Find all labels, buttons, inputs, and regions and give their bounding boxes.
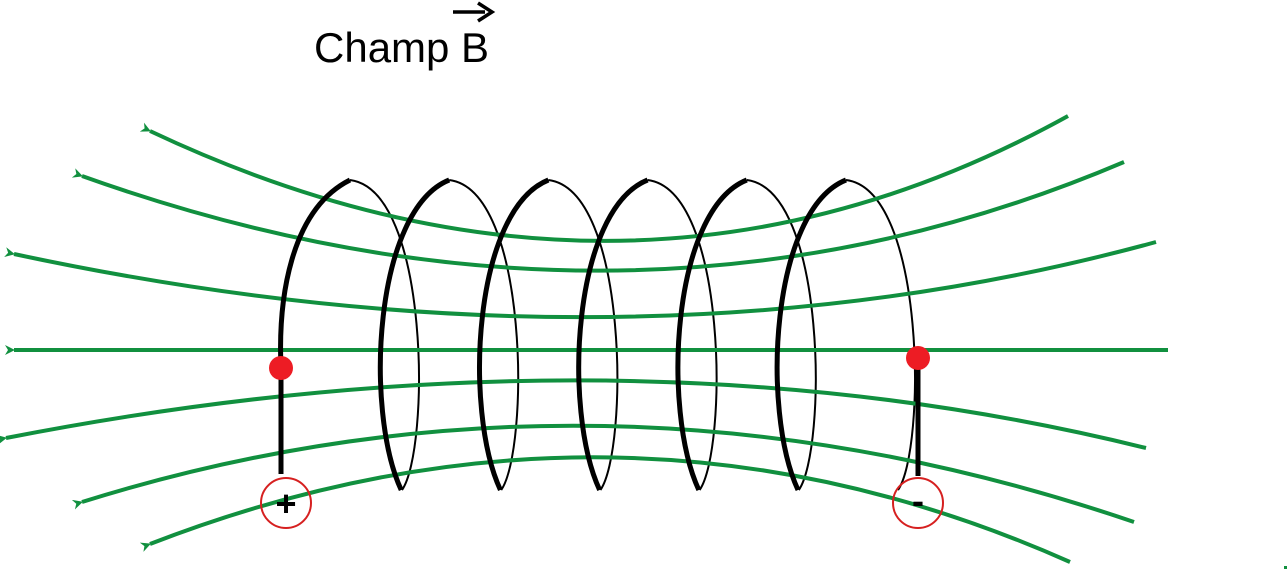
coil-turn-3-back [548,179,619,491]
coil-turn-2-front [377,177,451,492]
negative-terminal-symbol: - [912,480,924,521]
positive-terminal-ring [260,477,312,529]
negative-terminal-ring [892,477,944,529]
positive-terminal: + [260,477,312,529]
coil-front-arcs [278,177,847,492]
vector-arrow-icon [453,1,496,23]
field-line-6 [71,423,1135,524]
field-line-2 [71,160,1125,273]
negative-contact-dot [906,346,930,370]
coil-turn-1-front [278,177,352,369]
lead-wires [278,358,921,476]
coil-turn-6-back [845,179,916,491]
corner-mark [1284,566,1287,569]
positive-contact-dot [269,356,293,380]
negative-terminal: - [892,477,944,529]
field-line-3 [4,240,1157,320]
field-line-7 [139,455,1071,564]
field-line-5 [0,378,1147,450]
coil-turn-3-front [477,177,550,492]
coil-turn-5-back [746,179,817,491]
field-line-1 [139,114,1069,243]
coil-turn-4-front [576,177,649,492]
coil-back-arcs [349,179,916,491]
diagram-title: Champ B [314,1,496,71]
magnetic-field-lines [0,114,1168,564]
coil-turn-6-front [774,177,847,492]
coil-turn-1-back [349,179,420,491]
title-label: Champ B [314,24,489,71]
coil-turn-2-back [449,179,520,491]
positive-terminal-symbol: + [275,483,296,524]
coil-turn-5-front [675,177,748,492]
